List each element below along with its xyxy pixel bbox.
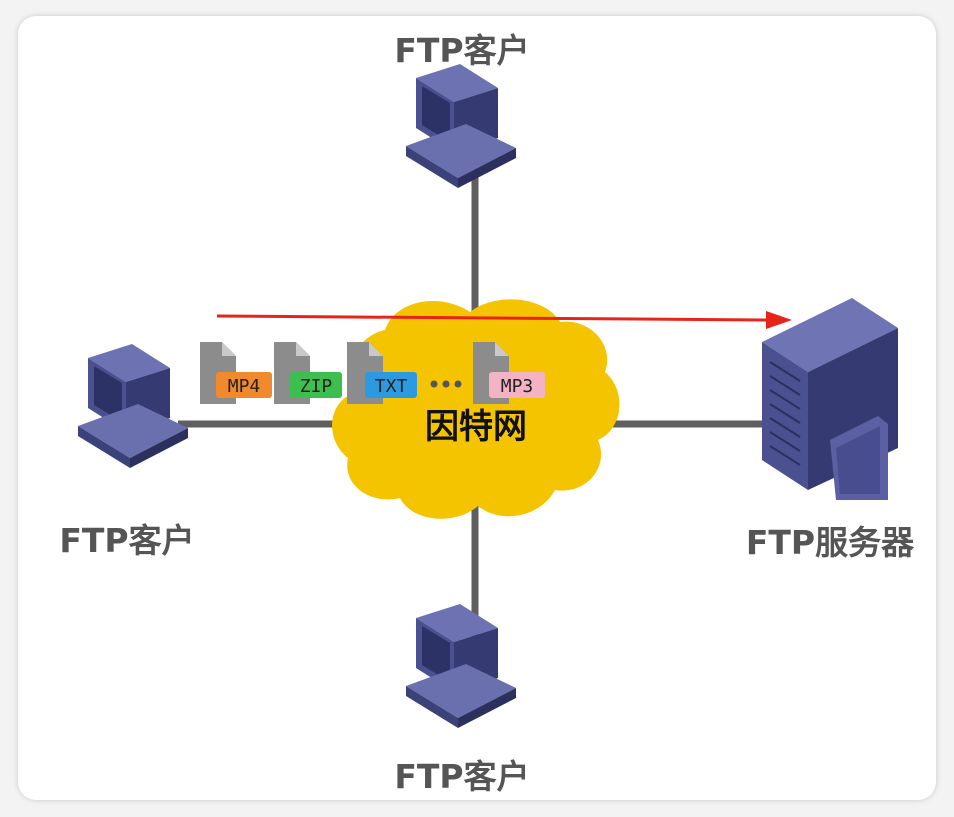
file-mp3-label: MP3 <box>501 376 534 397</box>
file-mp4-badge <box>216 372 272 398</box>
client-bottom-computer-icon <box>406 604 516 728</box>
client-bottom-label: FTP客户 <box>394 757 529 796</box>
client-left-computer-icon <box>78 344 188 468</box>
client-left-label: FTP客户 <box>59 521 194 560</box>
client-top-computer-icon <box>406 64 516 188</box>
file-mp4: MP4 <box>200 342 272 404</box>
file-mp4-label: MP4 <box>228 376 261 397</box>
server-label: FTP服务器 <box>746 523 915 562</box>
file-zip: ZIP <box>274 342 342 404</box>
file-zip-badge <box>290 372 342 398</box>
transfer-arrow <box>216 311 792 329</box>
cloud-label: 因特网 <box>425 407 527 447</box>
internet-cloud: 因特网 <box>332 299 620 519</box>
ellipsis-dots <box>430 380 462 388</box>
server-tower-icon <box>762 298 898 500</box>
file-txt-badge <box>365 372 417 398</box>
file-txt-label: TXT <box>375 376 408 397</box>
network-links <box>178 175 768 640</box>
client-top-label: FTP客户 <box>394 31 529 70</box>
file-mp3: MP3 <box>473 342 545 404</box>
file-txt: TXT <box>347 342 417 404</box>
file-mp3-badge <box>489 372 545 398</box>
file-zip-label: ZIP <box>300 376 333 397</box>
